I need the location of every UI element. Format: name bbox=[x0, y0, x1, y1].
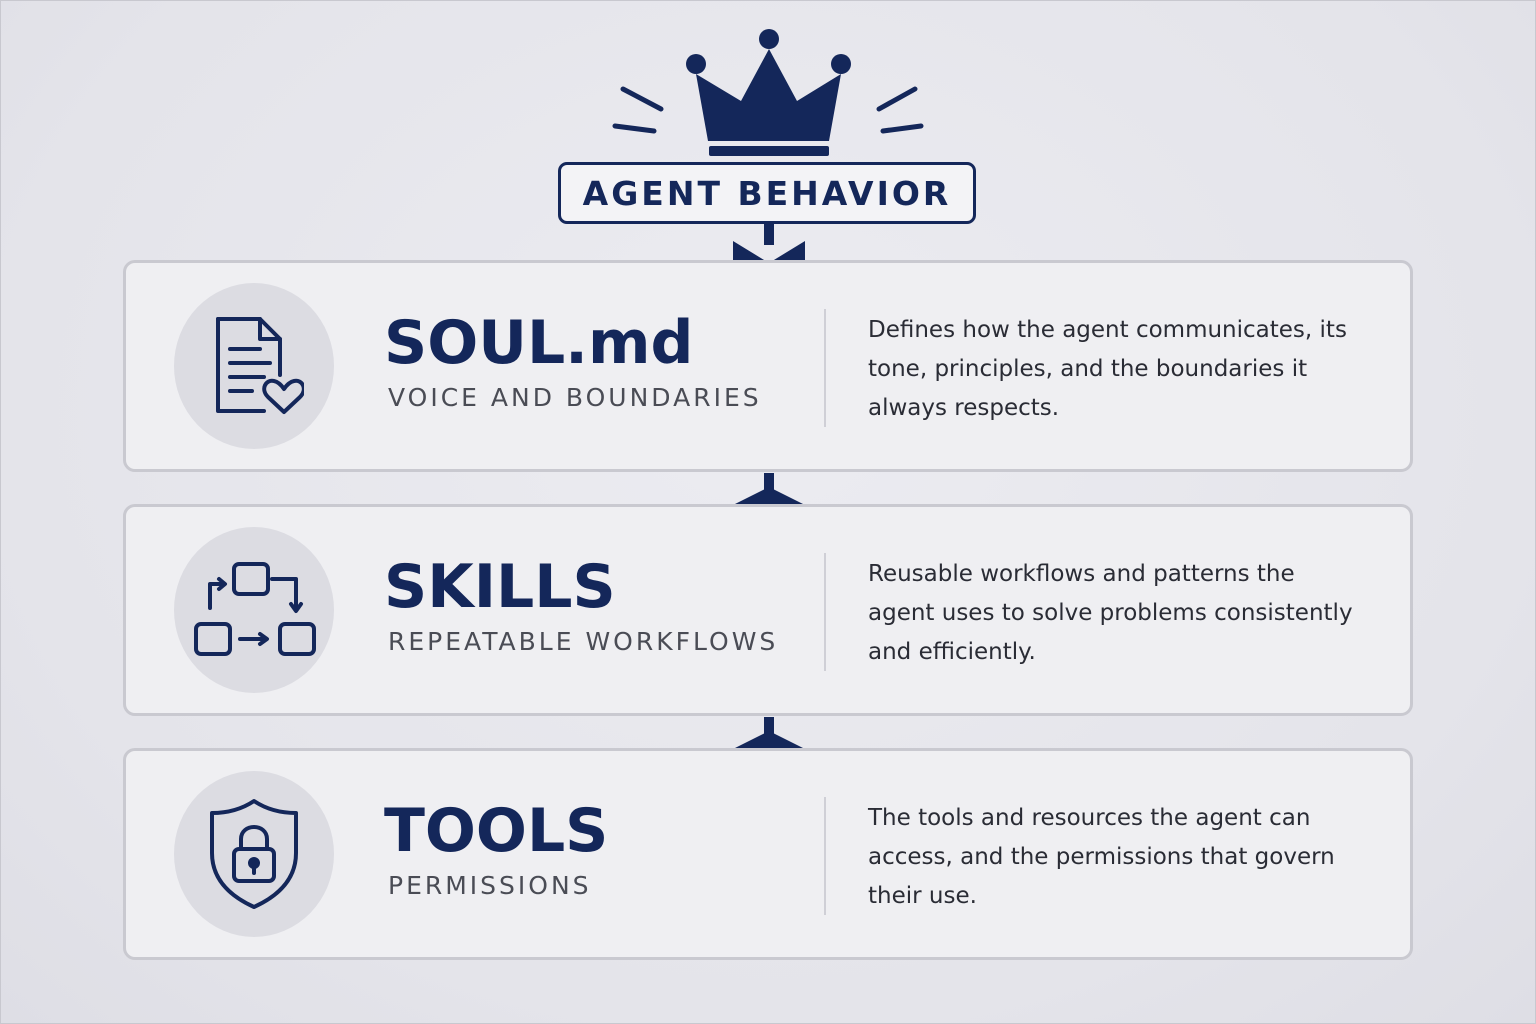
card-divider bbox=[824, 553, 826, 671]
card-icon-circle bbox=[174, 283, 334, 449]
card-subtitle: REPEATABLE WORKFLOWS bbox=[388, 627, 779, 656]
card-tools: TOOLS PERMISSIONS The tools and resource… bbox=[123, 748, 1413, 960]
card-divider bbox=[824, 309, 826, 427]
card-icon-circle bbox=[174, 771, 334, 937]
card-divider bbox=[824, 797, 826, 915]
card-description: The tools and resources the agent can ac… bbox=[868, 805, 1335, 909]
card-description: Reusable workflows and patterns the agen… bbox=[868, 561, 1353, 665]
card-description: Defines how the agent communicates, its … bbox=[868, 317, 1347, 421]
document-heart-icon bbox=[216, 317, 304, 414]
header-title-box: AGENT BEHAVIOR bbox=[558, 162, 976, 224]
card-title: SOUL.md bbox=[384, 308, 694, 378]
card-subtitle: PERMISSIONS bbox=[388, 871, 592, 900]
card-skills: SKILLS REPEATABLE WORKFLOWS Reusable wor… bbox=[123, 504, 1413, 716]
page-title: AGENT BEHAVIOR bbox=[582, 173, 952, 213]
card-title: TOOLS bbox=[384, 796, 609, 866]
card-icon-circle bbox=[174, 527, 334, 693]
card-soul: SOUL.md VOICE AND BOUNDARIES Defines how… bbox=[123, 260, 1413, 472]
workflow-icon bbox=[194, 562, 316, 656]
shield-lock-icon bbox=[210, 799, 298, 909]
crown-icon bbox=[601, 21, 937, 166]
card-subtitle: VOICE AND BOUNDARIES bbox=[388, 383, 762, 412]
card-title: SKILLS bbox=[384, 552, 616, 622]
